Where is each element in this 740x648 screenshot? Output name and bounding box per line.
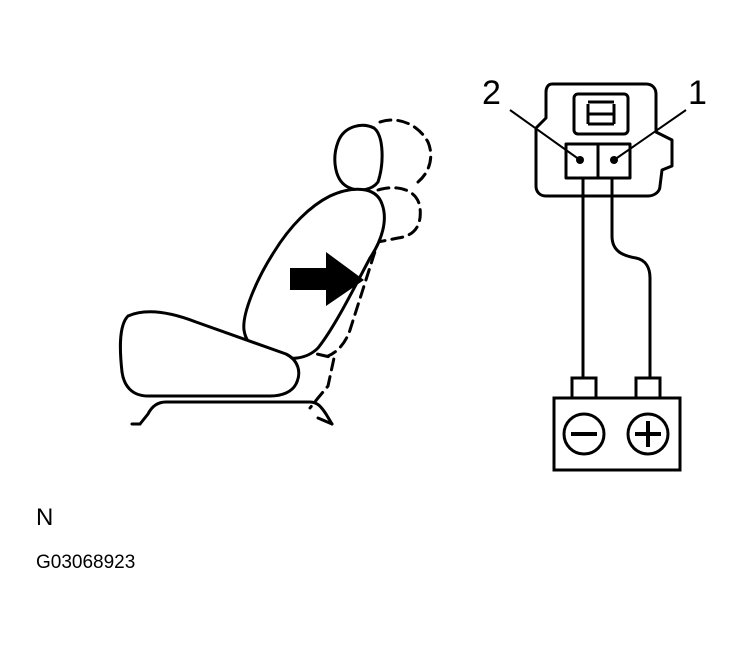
leader-line-2 <box>509 109 581 161</box>
figure-id-label: G03068923 <box>36 552 136 573</box>
orientation-label: N <box>36 504 54 531</box>
seat-rail <box>138 400 334 426</box>
seat-connector <box>534 82 674 198</box>
recline-arrow-icon <box>290 252 364 306</box>
battery <box>552 376 682 472</box>
headrest <box>333 123 384 192</box>
test-wires <box>581 178 652 378</box>
reclined-seatback-outline <box>298 118 433 410</box>
minus-icon <box>562 412 606 456</box>
leader-line-1 <box>613 109 687 161</box>
battery-negative-terminal <box>570 376 598 400</box>
seat-cushion <box>118 310 301 398</box>
pin-2-label: 2 <box>482 74 501 112</box>
seat-illustration <box>118 118 433 426</box>
plus-icon <box>626 412 670 456</box>
pin-1-label: 1 <box>688 74 707 112</box>
battery-positive-terminal <box>634 376 662 400</box>
wire-pin-1-to-positive <box>610 178 652 378</box>
